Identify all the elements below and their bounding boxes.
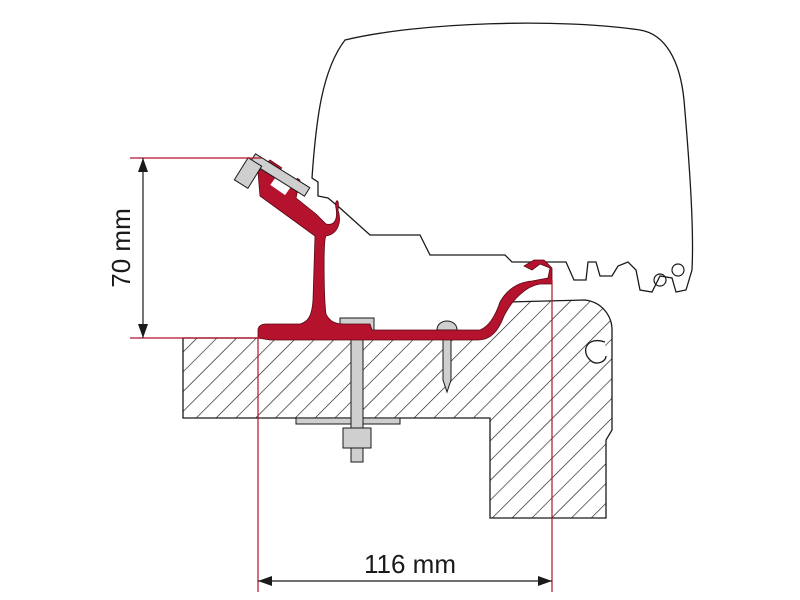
width-arrow-right — [538, 576, 552, 586]
screw-head — [436, 320, 458, 331]
cassette-profile-hole — [653, 273, 667, 287]
height-dimension — [130, 157, 262, 339]
vehicle-roof-section — [182, 299, 613, 519]
roof-edge-channel — [585, 339, 607, 364]
bolt-nut — [342, 427, 372, 449]
width-dimension — [257, 280, 553, 592]
awning-cassette-outline — [311, 22, 694, 293]
clamp-bolt-head — [233, 157, 263, 189]
cassette-profile-hole — [671, 263, 685, 277]
height-dimension-label: 70 mm — [106, 208, 136, 287]
height-arrow-bottom — [138, 324, 148, 338]
width-arrow-left — [258, 576, 272, 586]
width-dimension-label: 116 mm — [364, 549, 456, 579]
height-arrow-top — [138, 158, 148, 172]
backing-plate — [295, 417, 401, 425]
